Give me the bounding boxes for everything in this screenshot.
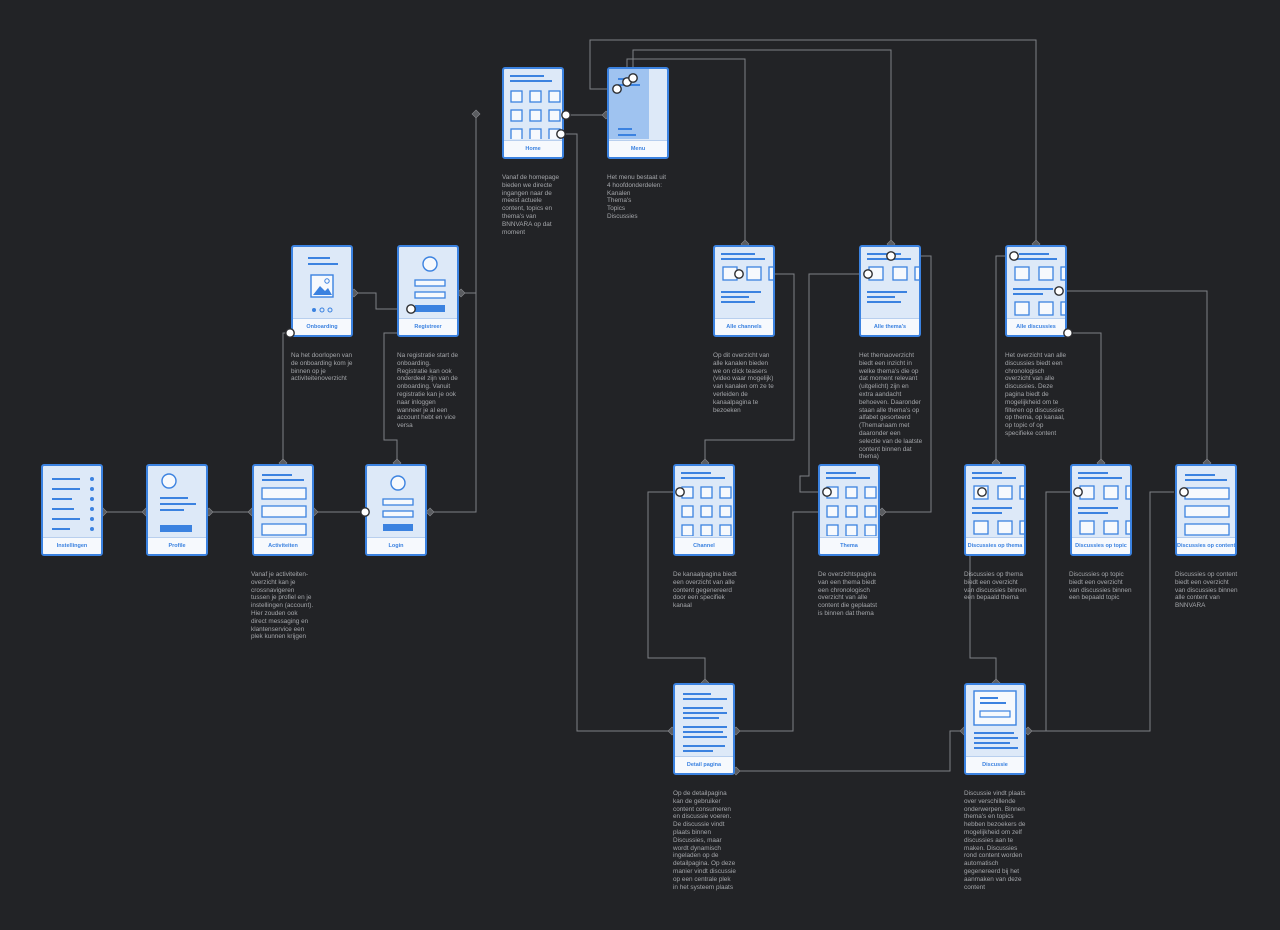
- card-label: Login: [367, 537, 425, 554]
- thema-wireframe-icon: [826, 472, 877, 536]
- connector-alle-discussies-discussies-topic: [1068, 332, 1102, 463]
- connector-menu-alle-discussies: [589, 39, 1037, 244]
- card-profile[interactable]: Profile: [146, 464, 208, 556]
- connector-alle-channels-channel: [704, 273, 795, 463]
- discussies-topic-wireframe-icon: [1078, 472, 1130, 535]
- connector-thema-detail: [736, 511, 818, 732]
- description-discussies-topic: Discussies op topic biedt een overzicht …: [1069, 571, 1132, 602]
- login-wireframe-icon: [382, 475, 414, 531]
- connector-detail-discussie: [736, 730, 964, 772]
- description-discussies-thema: Discussies op thema biedt een overzicht …: [964, 571, 1027, 602]
- description-onboarding: Na het doorlopen van de onboarding kom j…: [291, 352, 353, 383]
- card-discussie[interactable]: Discussie: [964, 683, 1026, 775]
- discussies-thema-wireframe-icon: [972, 472, 1024, 535]
- connector-discussies-content-discussie: [1028, 491, 1174, 732]
- card-home[interactable]: Home: [502, 67, 564, 159]
- card-menu[interactable]: Menu: [607, 67, 669, 159]
- activiteiten-wireframe-icon: [261, 474, 307, 536]
- card-label: Alle discussies: [1007, 318, 1065, 335]
- card-discussies-op-topic[interactable]: Discussies op topic: [1070, 464, 1132, 556]
- detail-wireframe-icon: [683, 693, 727, 752]
- card-label: Activiteiten: [254, 537, 312, 554]
- card-label: Menu: [609, 140, 667, 157]
- home-wireframe-icon: [510, 75, 561, 139]
- card-label: Channel: [675, 537, 733, 554]
- description-channel: De kanaalpagina biedt een overzicht van …: [673, 571, 737, 610]
- connector-onboarding-registreer: [354, 292, 411, 310]
- card-alle-themas[interactable]: Alle thema's: [859, 245, 921, 337]
- card-label: Registreer: [399, 318, 457, 335]
- alle-themas-wireframe-icon: [867, 253, 919, 303]
- card-discussies-op-thema[interactable]: Discussies op thema: [964, 464, 1026, 556]
- connector-registreer-login: [383, 332, 411, 463]
- discussie-wireframe-icon: [973, 690, 1018, 749]
- description-detail: Op de detailpagina kan de gebruiker cont…: [673, 790, 736, 891]
- card-label: Discussie: [966, 756, 1024, 773]
- card-instellingen[interactable]: Instellingen: [41, 464, 103, 556]
- card-detail-pagina[interactable]: Detail pagina: [673, 683, 735, 775]
- description-discussies-content: Discussies op content biedt een overzich…: [1175, 571, 1238, 610]
- alle-channels-wireframe-icon: [721, 253, 773, 303]
- card-login[interactable]: Login: [365, 464, 427, 556]
- card-channel[interactable]: Channel: [673, 464, 735, 556]
- description-menu: Het menu bestaat uit 4 hoofdonderdelen: …: [607, 174, 666, 220]
- card-label: Alle thema's: [861, 318, 919, 335]
- instellingen-wireframe-icon: [52, 477, 94, 531]
- connector-alle-discussies-discussies-content: [1059, 290, 1208, 463]
- card-alle-channels[interactable]: Alle channels: [713, 245, 775, 337]
- connector-home-login: [430, 115, 477, 513]
- alle-discussies-wireframe-icon: [1013, 253, 1065, 316]
- description-alle-themas: Het themaoverzicht biedt een inzicht in …: [859, 352, 923, 461]
- card-label: Discussies op thema: [966, 537, 1024, 554]
- profile-wireframe-icon: [160, 473, 196, 532]
- card-label: Detail pagina: [675, 756, 733, 773]
- description-home: Vanaf de homepage bieden we directe inga…: [502, 174, 560, 236]
- connector-alle-themas-thema: [799, 273, 868, 493]
- discussies-content-wireframe-icon: [1184, 474, 1230, 536]
- connector-home-detail: [561, 133, 672, 732]
- connector-menu-alle-themas: [632, 49, 892, 244]
- card-onboarding[interactable]: Onboarding: [291, 245, 353, 337]
- registreer-wireframe-icon: [414, 256, 446, 312]
- card-activiteiten[interactable]: Activiteiten: [252, 464, 314, 556]
- description-thema: De overzichtspagina van een thema biedt …: [818, 571, 877, 617]
- card-label: Alle channels: [715, 318, 773, 335]
- description-alle-channels: Op dit overzicht van alle kanalen bieden…: [713, 352, 774, 414]
- card-discussies-op-content[interactable]: Discussies op content: [1175, 464, 1237, 556]
- channel-wireframe-icon: [681, 472, 732, 536]
- description-activiteiten: Vanaf je activiteiten- overzicht kan je …: [251, 571, 314, 641]
- card-label: Onboarding: [293, 318, 351, 335]
- description-alle-discussies: Het overzicht van alle discussies biedt …: [1005, 352, 1067, 437]
- card-label: Discussies op content: [1177, 537, 1235, 554]
- card-label: Instellingen: [43, 537, 101, 554]
- card-registreer[interactable]: Registreer: [397, 245, 459, 337]
- card-label: Home: [504, 140, 562, 157]
- card-label: Thema: [820, 537, 878, 554]
- connector-onboarding-activiteiten: [282, 332, 290, 463]
- card-alle-discussies[interactable]: Alle discussies: [1005, 245, 1067, 337]
- onboarding-wireframe-icon: [308, 257, 338, 313]
- description-registreer: Na registratie start de onboarding. Regi…: [397, 352, 459, 430]
- description-discussie: Discussie vindt plaats over verschillend…: [964, 790, 1026, 891]
- connector-channel-detail: [647, 491, 706, 683]
- menu-wireframe-icon: [609, 69, 649, 139]
- card-label: Profile: [148, 537, 206, 554]
- card-thema[interactable]: Thema: [818, 464, 880, 556]
- card-label: Discussies op topic: [1072, 537, 1130, 554]
